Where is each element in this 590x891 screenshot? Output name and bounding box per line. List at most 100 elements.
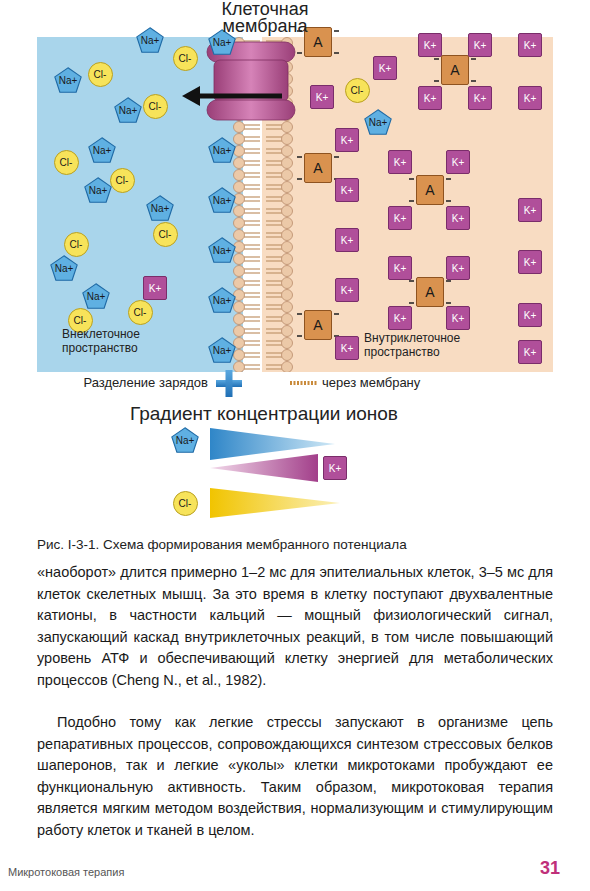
ion-label: Na+ bbox=[213, 295, 232, 306]
minus-mark bbox=[409, 200, 414, 202]
minus-mark bbox=[434, 80, 439, 82]
potassium-ion: K+ bbox=[335, 278, 359, 302]
ion-label: K+ bbox=[524, 347, 537, 358]
potassium-ion: K+ bbox=[446, 256, 470, 280]
chloride-ion: Cl- bbox=[110, 168, 135, 193]
potassium-ion: K+ bbox=[388, 150, 412, 174]
potassium-ion: K+ bbox=[143, 276, 167, 300]
potassium-ion: K+ bbox=[518, 86, 542, 110]
charge-marks bbox=[297, 31, 476, 336]
ion-label: Na+ bbox=[89, 185, 108, 196]
ion-label: Cl- bbox=[70, 239, 83, 250]
ion-label: Na+ bbox=[55, 263, 74, 274]
ion-label: Na+ bbox=[213, 245, 232, 256]
ion-label: A bbox=[313, 35, 322, 50]
minus-mark bbox=[297, 52, 302, 54]
ion-label: K+ bbox=[452, 213, 465, 224]
potassium-ion: K+ bbox=[388, 306, 412, 330]
ion-label: K+ bbox=[341, 185, 354, 196]
ion-label: Cl- bbox=[179, 498, 192, 509]
potassium-ion: K+ bbox=[418, 86, 442, 110]
minus-mark bbox=[334, 156, 339, 158]
sodium-ion: Na+ bbox=[50, 255, 78, 281]
minus-mark bbox=[446, 200, 451, 202]
cl-gradient bbox=[210, 488, 340, 518]
sodium-ion: Na+ bbox=[364, 109, 392, 135]
chloride-ion: Cl- bbox=[173, 46, 198, 71]
ion-label: K+ bbox=[394, 157, 407, 168]
anion-box: A bbox=[441, 55, 469, 85]
minus-mark bbox=[334, 52, 339, 54]
k-gradient bbox=[210, 454, 318, 482]
minus-mark bbox=[434, 58, 439, 60]
sodium-ion: Na+ bbox=[114, 97, 142, 123]
ion-label: A bbox=[450, 63, 459, 78]
ion-label: K+ bbox=[452, 313, 465, 324]
ion-label: Cl- bbox=[116, 175, 129, 186]
ion-label: Cl- bbox=[351, 85, 364, 96]
running-footer: Микротоковая терапия bbox=[8, 866, 208, 879]
membrane-title: Клеточная мембрана bbox=[195, 1, 335, 35]
chloride-ion: Cl- bbox=[88, 62, 113, 87]
sodium-ion: Na+ bbox=[88, 137, 116, 163]
sodium-ion: Na+ bbox=[208, 237, 236, 263]
ion-label: Na+ bbox=[141, 35, 160, 46]
ion-label: Na+ bbox=[176, 435, 195, 446]
potassium-ion: K+ bbox=[518, 340, 542, 364]
potassium-ion: K+ bbox=[518, 198, 542, 222]
ion-label: K+ bbox=[394, 313, 407, 324]
minus-mark bbox=[334, 313, 339, 315]
chloride-ion: Cl- bbox=[54, 150, 79, 175]
ion-label: K+ bbox=[524, 257, 537, 268]
ion-label: Cl- bbox=[149, 101, 162, 112]
ion-label: K+ bbox=[474, 40, 487, 51]
ion-label: K+ bbox=[379, 63, 392, 74]
charge-plus bbox=[216, 370, 242, 397]
sodium-ion: Na+ bbox=[82, 283, 110, 309]
minus-mark bbox=[297, 178, 302, 180]
potassium-ion: K+ bbox=[310, 85, 334, 109]
potassium-ion: K+ bbox=[388, 256, 412, 280]
ion-label: K+ bbox=[452, 157, 465, 168]
chloride-ion: Cl- bbox=[153, 222, 178, 247]
ion-label: K+ bbox=[341, 285, 354, 296]
sodium-ion: Na+ bbox=[208, 137, 236, 163]
potassium-ion: K+ bbox=[335, 128, 359, 152]
ion-label: Na+ bbox=[87, 291, 106, 302]
ion-label: K+ bbox=[394, 213, 407, 224]
minus-mark bbox=[409, 178, 414, 180]
ion-label: K+ bbox=[452, 263, 465, 274]
potassium-ion: K+ bbox=[518, 250, 542, 274]
ion-label: Cl- bbox=[159, 229, 172, 240]
ion-label: Na+ bbox=[213, 345, 232, 356]
anion-box: A bbox=[416, 277, 444, 307]
minus-mark bbox=[471, 80, 476, 82]
ion-label: Na+ bbox=[369, 117, 388, 128]
minus-mark bbox=[409, 302, 414, 304]
sodium-ion: Na+ bbox=[171, 427, 199, 453]
minus-mark bbox=[446, 178, 451, 180]
chloride-ion: Cl- bbox=[143, 94, 168, 119]
anion-box: A bbox=[304, 310, 332, 340]
ion-label: Na+ bbox=[59, 75, 78, 86]
ion-label: K+ bbox=[524, 310, 537, 321]
ion-label: K+ bbox=[341, 135, 354, 146]
ion-label: Na+ bbox=[213, 37, 232, 48]
sodium-ion: Na+ bbox=[146, 195, 174, 221]
minus-mark bbox=[446, 302, 451, 304]
sodium-ion: Na+ bbox=[208, 187, 236, 213]
ion-label: Cl- bbox=[179, 53, 192, 64]
ion-label: K+ bbox=[524, 205, 537, 216]
potassium-ion: K+ bbox=[335, 178, 359, 202]
potassium-ion: K+ bbox=[373, 56, 397, 80]
ion-label: K+ bbox=[524, 40, 537, 51]
figure-caption: Рис. I-3-1. Схема формирования мембранно… bbox=[37, 536, 553, 553]
region-label: Внутриклеточное пространство bbox=[364, 331, 484, 359]
ion-label: K+ bbox=[316, 92, 329, 103]
minus-mark bbox=[334, 30, 339, 32]
chloride-ion: Cl- bbox=[64, 232, 89, 257]
anion-box: A bbox=[304, 153, 332, 183]
potassium-ion: K+ bbox=[335, 336, 359, 360]
potassium-ion: K+ bbox=[446, 206, 470, 230]
